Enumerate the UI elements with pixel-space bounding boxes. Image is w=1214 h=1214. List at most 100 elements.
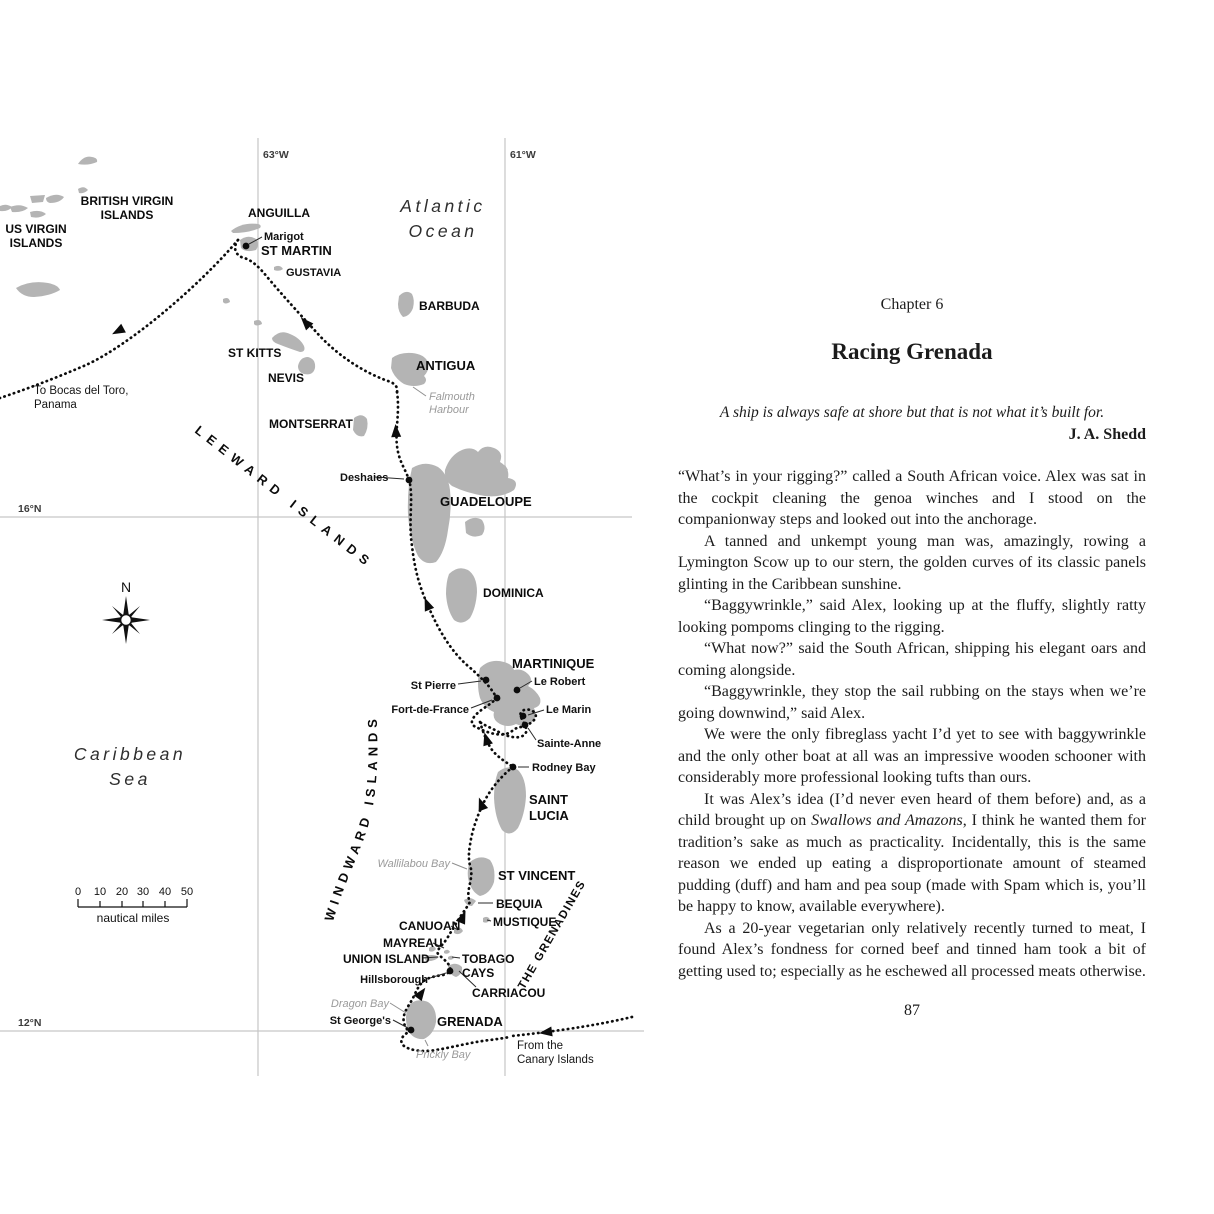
scale-tick-30: 30 bbox=[137, 886, 149, 898]
st-vincent-label: ST VINCENT bbox=[498, 868, 575, 883]
scale-tick-40: 40 bbox=[159, 886, 171, 898]
martinique-label: MARTINIQUE bbox=[512, 656, 595, 671]
panama-note-2: Panama bbox=[34, 399, 77, 411]
island-st-lucia bbox=[494, 767, 526, 834]
island-shapes bbox=[0, 156, 541, 1040]
epigraph-attribution: J. A. Shedd bbox=[1068, 426, 1146, 443]
route-arrow-icon bbox=[413, 987, 426, 1002]
port-marker-hillsborough bbox=[446, 967, 454, 975]
union-island-label: UNION ISLAND bbox=[343, 952, 430, 966]
paragraph-6: We were the only fibreglass yacht I’d ye… bbox=[678, 726, 1146, 786]
paragraph-8: As a 20-year vegetarian only relatively … bbox=[678, 919, 1146, 980]
route-arrow-icon bbox=[483, 732, 493, 747]
route-arrow-icon bbox=[424, 597, 435, 612]
port-marker-le-marin bbox=[519, 712, 527, 720]
montserrat-label: MONTSERRAT bbox=[269, 417, 353, 431]
island-basse-terre bbox=[407, 463, 451, 564]
st-martin-label: ST MARTIN bbox=[261, 243, 332, 258]
epigraph-quote: A ship is always safe at shore but that … bbox=[719, 404, 1105, 421]
island-small-2 bbox=[30, 195, 45, 203]
scale-unit-label: nautical miles bbox=[97, 911, 170, 925]
dragon-bay-label: Dragon Bay bbox=[331, 998, 391, 1010]
island-small-5 bbox=[30, 210, 46, 218]
windward-islands-label: WINDWARD ISLANDS bbox=[321, 714, 375, 923]
port-marker-deshaies bbox=[405, 476, 413, 484]
le-marin-label: Le Marin bbox=[546, 704, 592, 716]
island-st-vincent bbox=[467, 857, 495, 896]
barbuda-label: BARBUDA bbox=[419, 299, 480, 313]
caribbean-sea-label-1: Caribbean bbox=[74, 744, 186, 764]
chapter-label: Chapter 6 bbox=[880, 296, 944, 313]
port-marker-rodney-bay bbox=[509, 763, 517, 771]
island-islet-1 bbox=[223, 298, 230, 304]
le-robert-label: Le Robert bbox=[534, 676, 586, 688]
route-arrow-icon bbox=[539, 1026, 553, 1037]
island-small-4 bbox=[0, 204, 12, 212]
atlantic-ocean-label-1: Atlantic bbox=[399, 196, 485, 216]
canary-note-2: Canary Islands bbox=[517, 1054, 594, 1066]
island-small-1 bbox=[78, 187, 88, 194]
lon-63w-label: 63°W bbox=[263, 149, 289, 161]
route-arrow-icons bbox=[112, 317, 553, 1037]
scale-tick-0: 0 bbox=[75, 886, 81, 898]
scale-tick-50: 50 bbox=[181, 886, 193, 898]
book-page: Chapter 6 Racing Grenada A ship is alway… bbox=[678, 0, 1146, 1020]
tobago-cays-label-1: TOBAGO bbox=[462, 952, 514, 966]
island-mustique bbox=[483, 916, 490, 923]
island-st-barth bbox=[274, 265, 283, 271]
svg-text:WINDWARD ISLANDS: WINDWARD ISLANDS bbox=[321, 714, 380, 923]
paragraph-7-text-cont: , I think he wanted them for tradition’s… bbox=[678, 812, 1147, 915]
port-marker-le-robert bbox=[513, 686, 521, 694]
leeward-islands-label: LEEWARD ISLANDS bbox=[192, 423, 377, 572]
route-arrow-icon bbox=[300, 317, 314, 331]
compass-north-label: N bbox=[121, 579, 131, 595]
falmouth-harbour-label-1: Falmouth bbox=[429, 391, 475, 403]
route-arrow-icon bbox=[391, 424, 402, 438]
port-markers bbox=[242, 242, 529, 1034]
island-grande-terre bbox=[444, 446, 516, 497]
canary-note-1: From the bbox=[517, 1040, 563, 1052]
anguilla-label: ANGUILLA bbox=[248, 206, 310, 220]
paragraph-4: “What now?” said the South African, ship… bbox=[678, 640, 1146, 679]
port-marker-sainte-anne bbox=[521, 721, 529, 729]
island-tobago-cays-1 bbox=[444, 949, 450, 954]
guadeloupe-label: GUADELOUPE bbox=[440, 494, 532, 509]
caribbean-sea-label-2: Sea bbox=[109, 769, 151, 789]
mayreau-label: MAYREAU bbox=[383, 936, 443, 950]
route-arrow-icon bbox=[112, 323, 126, 335]
saint-lucia-label-1: SAINT bbox=[529, 792, 568, 807]
usvi-label-1: US VIRGIN bbox=[5, 222, 66, 236]
paragraph-7: It was Alex’s idea (I’d never even heard… bbox=[678, 789, 1146, 918]
island-islet-2 bbox=[254, 320, 262, 326]
atlantic-ocean-label-2: Ocean bbox=[408, 221, 477, 241]
island-desirade bbox=[493, 465, 508, 478]
sailing-route bbox=[0, 238, 634, 1053]
hillsborough-label: Hillsborough bbox=[360, 974, 428, 986]
the-grenadines-label: THE GRENADINES bbox=[516, 878, 588, 991]
rodney-bay-label: Rodney Bay bbox=[532, 762, 596, 774]
paragraph-7-text: It was Alex’s idea (I’d never even heard… bbox=[678, 790, 1146, 830]
fort-de-france-label: Fort-de-France bbox=[391, 704, 469, 716]
deshaies-label: Deshaies bbox=[340, 472, 388, 484]
marigot-label: Marigot bbox=[264, 231, 304, 243]
island-tortola bbox=[46, 194, 64, 203]
port-marker-fort-de-france bbox=[493, 694, 501, 702]
lat-16n-label: 16°N bbox=[18, 503, 41, 515]
paragraph-5: “Baggywrinkle, they stop the sail rubbin… bbox=[678, 683, 1146, 722]
falmouth-harbour-label-2: Harbour bbox=[429, 404, 470, 416]
island-marie-galante bbox=[465, 517, 485, 537]
island-st-croix bbox=[16, 282, 60, 297]
graticule: 63°W 61°W 16°N 12°N bbox=[0, 138, 644, 1076]
grenada-label: GRENADA bbox=[437, 1014, 503, 1029]
nevis-label: NEVIS bbox=[268, 371, 304, 385]
island-antigua bbox=[391, 352, 429, 386]
island-mayreau bbox=[429, 946, 436, 952]
dominica-label: DOMINICA bbox=[483, 586, 544, 600]
island-montserrat bbox=[353, 415, 368, 437]
caribbean-route-map: 63°W 61°W 16°N 12°N bbox=[0, 138, 644, 1076]
prickly-bay-label: Prickly Bay bbox=[416, 1049, 472, 1061]
island-anguilla bbox=[231, 223, 261, 233]
route-arrow-icon bbox=[455, 910, 466, 925]
saint-lucia-label-2: LUCIA bbox=[529, 808, 569, 823]
lat-12n-label: 12°N bbox=[18, 1017, 41, 1029]
